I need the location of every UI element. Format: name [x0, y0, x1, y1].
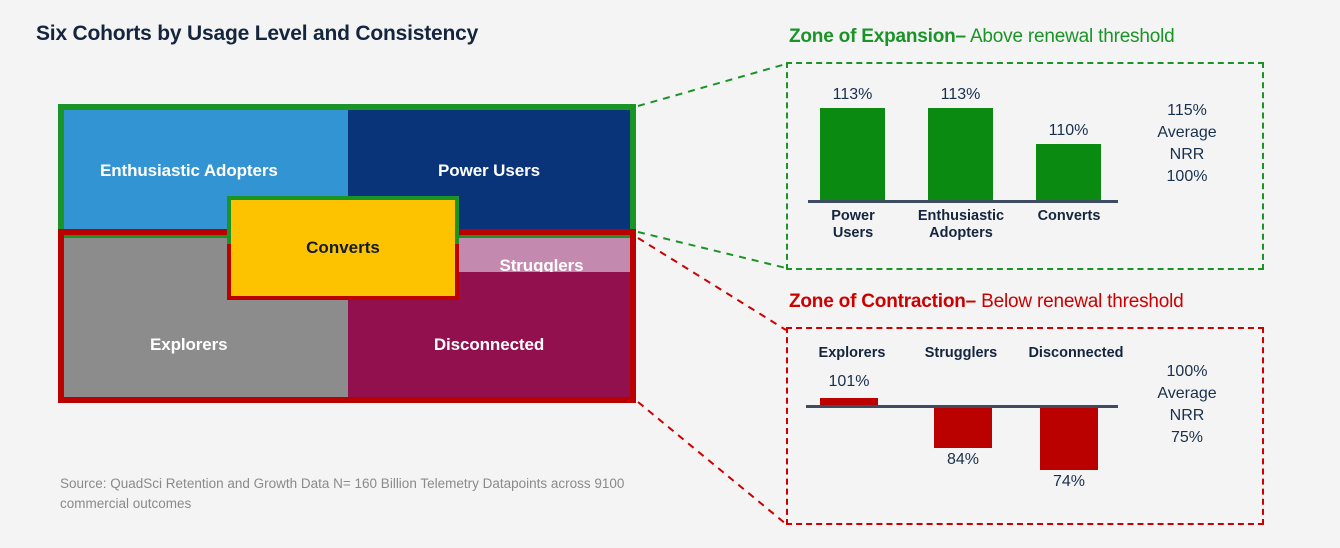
connector-red-top — [637, 237, 787, 331]
quadrant-converts[interactable]: Converts — [231, 200, 455, 296]
converts-border-red — [227, 244, 459, 300]
quadrant-label-strugglers: Strugglers — [499, 256, 584, 275]
annotation-contraction-bottom: 75% — [1170, 429, 1204, 446]
heading-expansion-strong: Zone of Expansion– — [789, 26, 966, 47]
heading-contraction-strong: Zone of Contraction– — [789, 291, 977, 312]
bar-power-users[interactable] — [820, 108, 885, 200]
bar-explorers[interactable] — [820, 398, 878, 405]
bar-value-explorers: 101% — [828, 373, 870, 390]
heading-zone-of-expansion: Zone of Expansion– Above renewal thresho… — [789, 26, 1175, 48]
panel-zone-of-expansion: 113% 113% 110% Power Users Enthusiastic … — [786, 62, 1264, 270]
bar-disconnected[interactable] — [1040, 408, 1098, 470]
heading-zone-of-contraction: Zone of Contraction– Below renewal thres… — [789, 291, 1184, 313]
heading-contraction-rest: Below renewal threshold — [976, 291, 1184, 312]
chart-contraction: Explorers Strugglers Disconnected 101% 8… — [788, 329, 1262, 523]
connector-green-bottom — [637, 231, 787, 269]
converts-border-green — [227, 196, 459, 248]
cohort-matrix: Enthusiastic Adopters Power Users Explor… — [58, 104, 636, 403]
annotation-contraction-mid: Average NRR — [1157, 385, 1217, 424]
connector-red-bottom — [637, 401, 787, 525]
source-note: Source: QuadSci Retention and Growth Dat… — [60, 476, 625, 511]
bar-value-power-users: 113% — [832, 86, 873, 103]
quadrant-label-disconnected: Disconnected — [433, 335, 545, 354]
bar-category-converts: Converts — [1037, 208, 1101, 224]
chart-contraction-baseline — [806, 405, 1118, 408]
quadrant-label-converts: Converts — [306, 238, 380, 257]
bar-strugglers[interactable] — [934, 408, 992, 448]
chart-expansion: 113% 113% 110% Power Users Enthusiastic … — [788, 64, 1262, 268]
annotation-expansion-top: 115% — [1167, 102, 1207, 119]
heading-expansion-rest: Above renewal threshold — [965, 26, 1175, 47]
quadrant-label-enthusiastic: Enthusiastic Adopters — [100, 161, 278, 180]
quadrant-label-power: Power Users — [438, 161, 540, 180]
panel-zone-of-contraction: Explorers Strugglers Disconnected 101% 8… — [786, 327, 1264, 525]
bar-value-disconnected: 74% — [1052, 473, 1086, 490]
quadrant-label-explorers: Explorers — [150, 335, 228, 354]
bar-enthusiastic-adopters[interactable] — [928, 108, 993, 200]
connector-green-top — [637, 63, 787, 107]
chart-expansion-baseline — [808, 200, 1118, 203]
bar-value-enthusiastic-adopters: 113% — [940, 86, 981, 103]
annotation-expansion-bottom: 100% — [1166, 168, 1208, 185]
bar-category-strugglers: Strugglers — [924, 345, 998, 361]
bar-value-converts: 110% — [1048, 122, 1089, 139]
bar-value-strugglers: 84% — [946, 451, 980, 468]
bar-converts[interactable] — [1036, 144, 1101, 200]
page-title: Six Cohorts by Usage Level and Consisten… — [36, 22, 479, 45]
annotation-contraction-top: 100% — [1166, 363, 1208, 380]
bar-category-disconnected: Disconnected — [1028, 345, 1124, 361]
bar-category-enthusiastic-adopters: Enthusiastic Adopters — [917, 208, 1005, 241]
annotation-expansion-mid: Average NRR — [1157, 124, 1217, 163]
bar-category-explorers: Explorers — [818, 345, 886, 361]
bar-category-power-users: Power Users — [831, 208, 875, 241]
